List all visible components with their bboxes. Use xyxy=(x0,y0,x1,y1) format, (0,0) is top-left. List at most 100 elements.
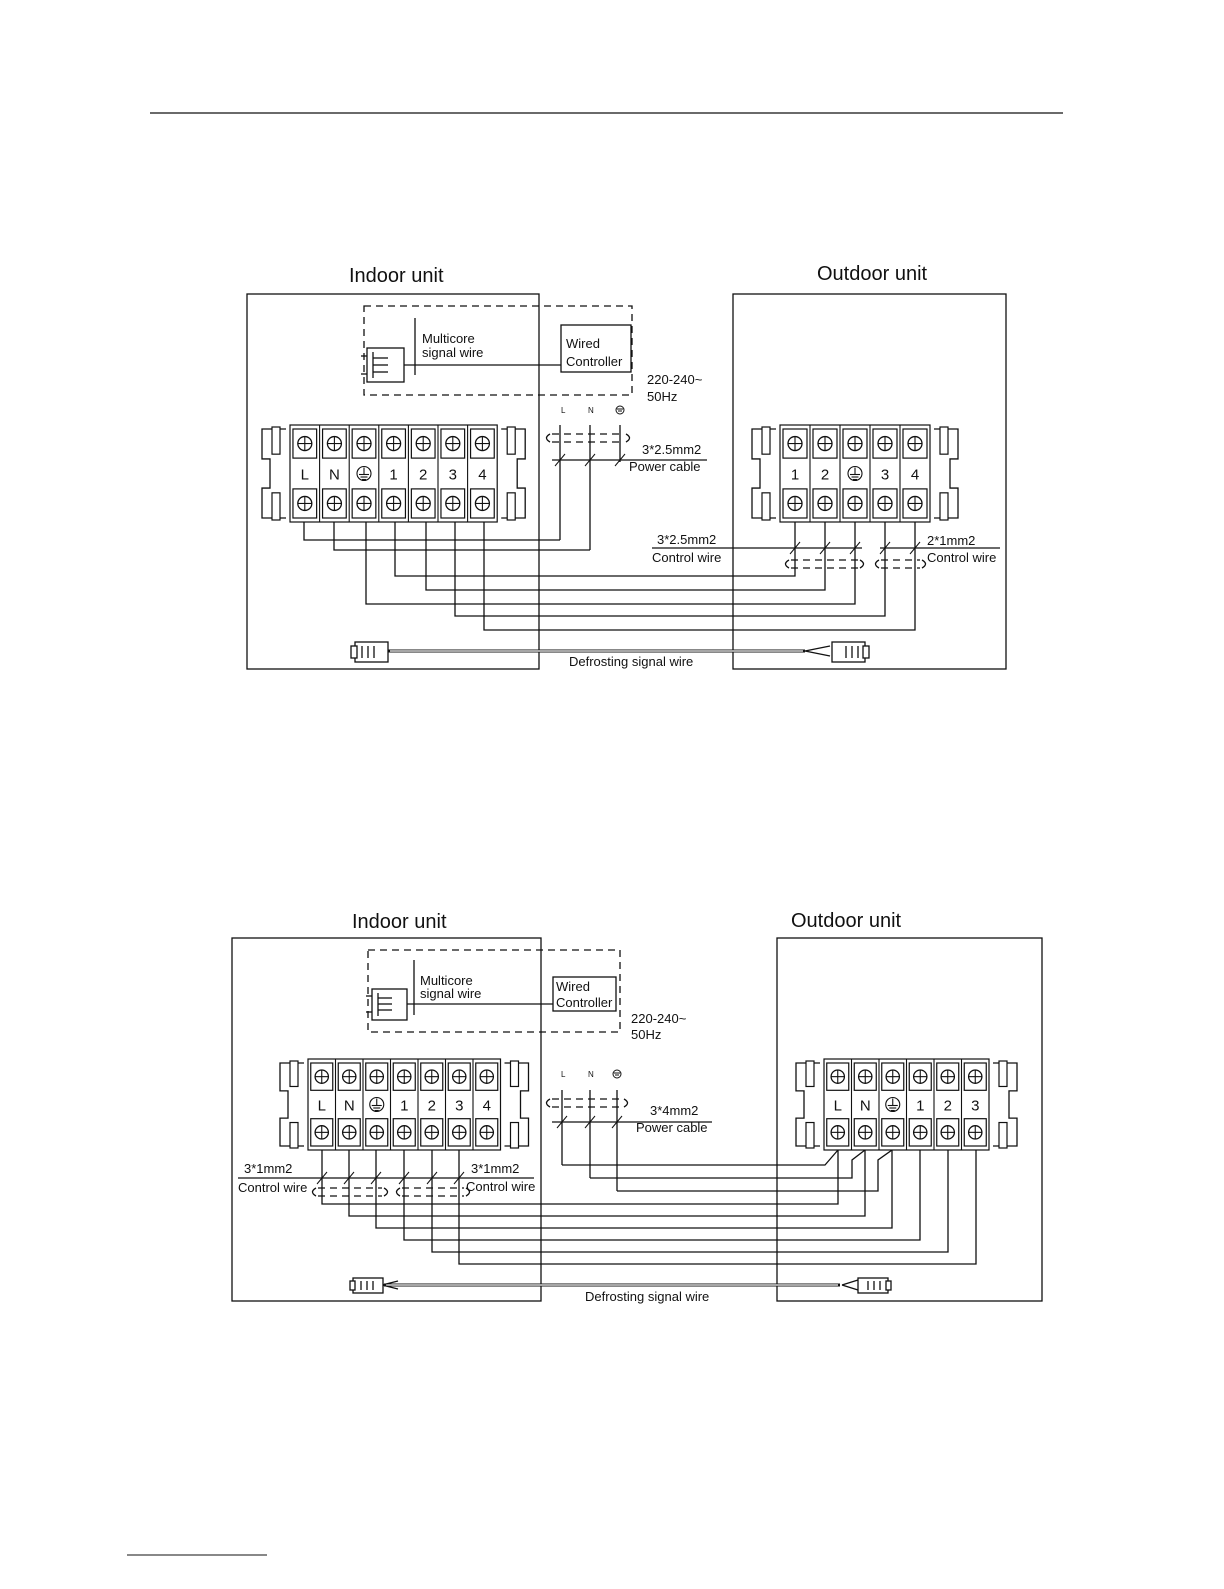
d2-multicore-label-2: signal wire xyxy=(420,986,481,1001)
terminal-ground xyxy=(839,425,868,522)
d1-supply-ground-icon xyxy=(615,405,625,415)
terminal-block-bracket xyxy=(934,428,959,519)
d2-control-wire-b-spec: 3*1mm2 xyxy=(471,1161,519,1176)
terminal-4: 4 xyxy=(899,425,928,522)
terminal-2: 2 xyxy=(407,425,436,522)
ground-symbol-icon xyxy=(885,1096,901,1113)
terminal-label: L xyxy=(318,1098,326,1115)
d1-power-cable-bundle xyxy=(545,425,707,550)
ground-symbol-icon xyxy=(369,1096,385,1113)
terminal-2: 2 xyxy=(417,1059,444,1150)
d1-control-wire-a-spec: 3*2.5mm2 xyxy=(657,532,716,547)
d2-power-wiring xyxy=(562,1149,893,1192)
d1-outdoor-terminal-block: 1 2 3 4 xyxy=(751,424,959,523)
terminal-label: 2 xyxy=(944,1098,952,1115)
terminal-label: 1 xyxy=(389,467,397,484)
terminal-1: 1 xyxy=(905,1059,932,1150)
terminal-label: 3 xyxy=(881,467,889,484)
terminal-2: 2 xyxy=(809,425,838,522)
terminal-label: 4 xyxy=(483,1098,491,1115)
d2-wired-controller xyxy=(552,976,617,1012)
d2-indoor-unit-box xyxy=(231,937,542,1302)
d1-outdoor-unit-box xyxy=(732,293,1007,670)
terminal-block-bracket xyxy=(795,1062,820,1147)
terminal-label: N xyxy=(329,467,340,484)
d1-wired-controller-label-1: Wired xyxy=(566,336,600,351)
d1-control-wire-b-spec: 2*1mm2 xyxy=(927,533,975,548)
terminal-3: 3 xyxy=(444,1059,471,1150)
d1-control-wire-a-label: Control wire xyxy=(652,550,721,565)
terminal-label: 4 xyxy=(911,467,919,484)
d2-control-wire-a-spec: 3*1mm2 xyxy=(244,1161,292,1176)
wiring-diagram-1: Indoor unit Outdoor unit Multicore signa… xyxy=(246,263,1007,670)
d1-outdoor-title: Outdoor unit xyxy=(817,263,928,285)
d1-supply-voltage: 220-240~ xyxy=(647,372,703,387)
terminal-ground xyxy=(362,1059,389,1150)
terminal-label: 1 xyxy=(916,1098,924,1115)
d1-multicore-label-2: signal wire xyxy=(422,345,483,360)
terminal-block-bracket xyxy=(751,428,776,519)
terminal-ground xyxy=(878,1059,905,1150)
d1-control-wire-b-label: Control wire xyxy=(927,550,996,565)
terminal-4: 4 xyxy=(472,1059,499,1150)
d2-wired-controller-label-2: Controller xyxy=(556,995,613,1010)
d2-power-cable-spec: 3*4mm2 xyxy=(650,1103,698,1118)
d1-defrost-wire xyxy=(388,645,831,657)
terminal-block-bracket xyxy=(504,1062,530,1147)
d2-supply-terminal-n: N xyxy=(588,1070,594,1079)
terminal-label: N xyxy=(860,1098,871,1115)
d2-controller-dashed-area xyxy=(367,949,621,1033)
terminal-label: 2 xyxy=(821,467,829,484)
terminal-block-bracket xyxy=(501,428,526,519)
terminal-N: N xyxy=(334,1059,361,1150)
ground-symbol-icon xyxy=(847,465,863,482)
wiring-diagram-2: Indoor unit Outdoor unit Multicore signa… xyxy=(231,910,1043,1304)
d2-supply-frequency: 50Hz xyxy=(631,1027,661,1042)
terminal-label: 1 xyxy=(791,467,799,484)
terminal-2: 2 xyxy=(933,1059,960,1150)
d1-controller-dashed-area xyxy=(363,305,633,396)
terminal-label: 2 xyxy=(428,1098,436,1115)
terminal-3: 3 xyxy=(960,1059,987,1150)
d2-control-wire-a-label: Control wire xyxy=(238,1180,307,1195)
d1-power-cable-spec: 3*2.5mm2 xyxy=(642,442,701,457)
d2-outdoor-title: Outdoor unit xyxy=(791,910,902,932)
d2-defrost-wire xyxy=(381,1279,859,1291)
d1-indoor-title: Indoor unit xyxy=(349,265,444,287)
d2-outdoor-terminal-block: L N 1 2 3 xyxy=(795,1058,1018,1151)
d2-power-cable-label: Power cable xyxy=(636,1120,708,1135)
d2-defrost-label: Defrosting signal wire xyxy=(585,1289,709,1304)
terminal-1: 1 xyxy=(389,1059,416,1150)
d1-defrost-plug-left-icon xyxy=(350,641,389,663)
d1-wired-controller-label-2: Controller xyxy=(566,354,623,369)
d1-wiring xyxy=(303,522,916,631)
d1-indoor-unit-box xyxy=(246,293,540,670)
d1-supply-frequency: 50Hz xyxy=(647,389,677,404)
terminal-ground xyxy=(348,425,377,522)
d1-supply-terminal-l: L xyxy=(561,406,566,415)
d2-indoor-title: Indoor unit xyxy=(352,911,447,933)
terminal-4: 4 xyxy=(467,425,495,522)
d2-multicore-connector-icon xyxy=(366,988,408,1021)
d2-wired-controller-label-1: Wired xyxy=(556,979,590,994)
d2-supply-voltage: 220-240~ xyxy=(631,1011,687,1026)
terminal-N: N xyxy=(850,1059,877,1150)
d2-outdoor-unit-box xyxy=(776,937,1043,1302)
terminal-label: L xyxy=(834,1098,842,1115)
terminal-block-bracket xyxy=(993,1062,1018,1147)
terminal-block-bracket xyxy=(279,1062,304,1147)
d2-control-wire-bundles xyxy=(238,1171,534,1197)
terminal-label: 4 xyxy=(478,467,486,484)
d2-supply-terminal-l: L xyxy=(561,1070,566,1079)
d1-wired-controller xyxy=(560,324,632,373)
d1-power-cable-label: Power cable xyxy=(629,459,701,474)
d2-defrost-plug-right-icon xyxy=(857,1277,892,1294)
d1-control-wire-bundles xyxy=(652,541,1000,569)
terminal-label: 3 xyxy=(455,1098,463,1115)
terminal-L: L xyxy=(292,428,318,519)
terminal-label: 3 xyxy=(971,1098,979,1115)
d2-control-wire-b-label: Control wire xyxy=(466,1179,535,1194)
